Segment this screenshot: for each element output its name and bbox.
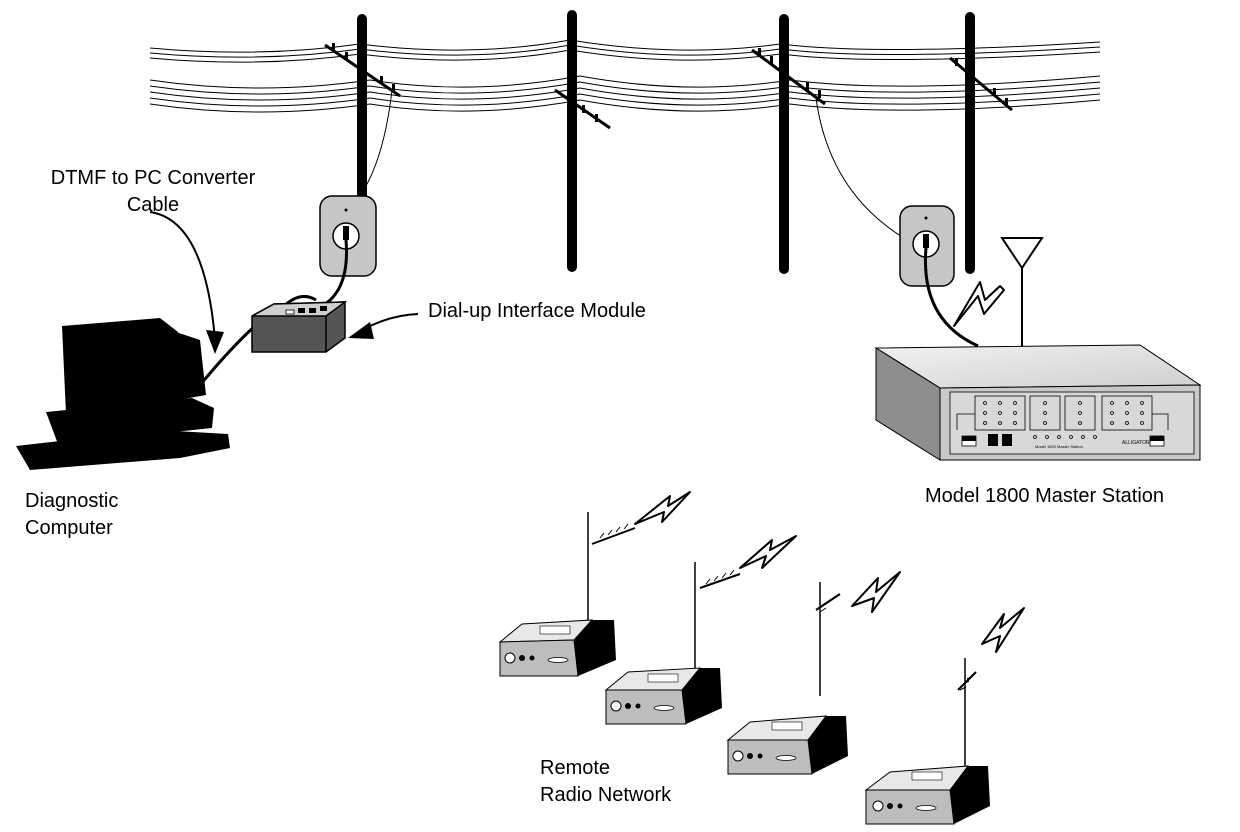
dtmf-converter-label: DTMF to PC Converter Cable <box>8 165 298 219</box>
remote-network-label: Remote Radio Network <box>540 755 671 809</box>
diagnostic-label-line-2: Computer <box>25 517 113 539</box>
phone-jack-left <box>319 195 377 277</box>
utility-pole-3 <box>751 14 826 274</box>
diagnostic-computer-label: Diagnostic Computer <box>25 488 118 542</box>
remote-radio-2 <box>604 535 797 725</box>
remote-label-line-2: Radio Network <box>540 784 672 806</box>
dial-up-interface-module <box>251 301 348 353</box>
remote-radio-4 <box>864 607 1025 825</box>
dtmf-label-line-2: Cable <box>126 194 180 216</box>
power-lines <box>149 39 1101 113</box>
dial-up-module-label: Dial-up Interface Module <box>428 300 646 322</box>
diagnostic-label-line-1: Diagnostic <box>25 490 119 512</box>
phone-cables <box>280 239 979 348</box>
master-panel-brand: ALLIGATOR <box>1122 440 1150 446</box>
utility-pole-2 <box>554 10 611 272</box>
utility-pole-4 <box>949 12 1013 274</box>
remote-radio-1 <box>498 491 691 677</box>
phone-drop-wires <box>359 89 919 247</box>
dtmf-cable-arrow <box>149 211 224 354</box>
dial-up-arrow <box>348 313 419 339</box>
master-station: ALLIGATOR Model 1800 Master Station <box>874 344 1202 461</box>
remote-radio-3 <box>726 571 901 775</box>
dtmf-label-line-1: DTMF to PC Converter <box>50 167 256 189</box>
diagnostic-computer <box>16 318 230 470</box>
master-station-label: Model 1800 Master Station <box>925 485 1165 507</box>
master-radio-bolt <box>953 281 1005 327</box>
master-panel-model: Model 1800 Master Station <box>1035 444 1083 449</box>
remote-label-line-1: Remote <box>540 757 611 779</box>
master-antenna <box>1000 237 1044 347</box>
